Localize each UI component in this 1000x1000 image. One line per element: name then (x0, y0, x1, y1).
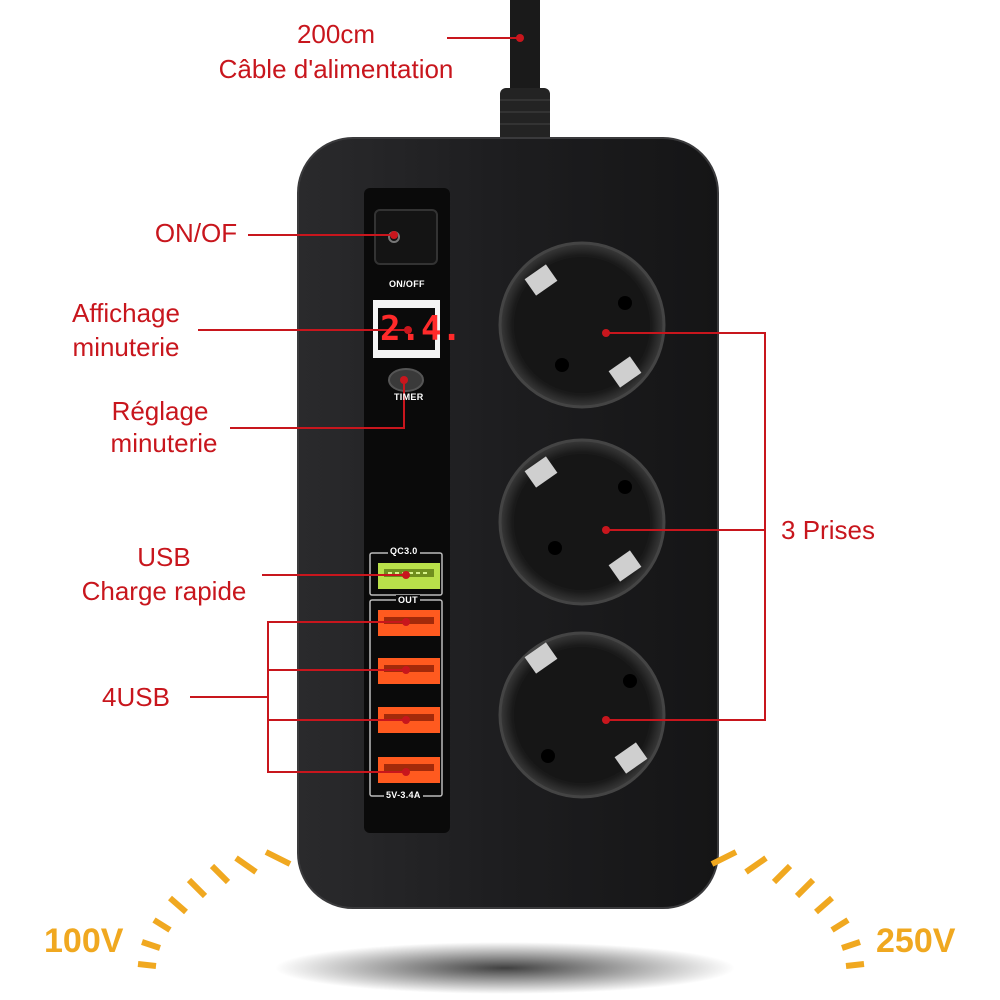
timer-setting-label-2: minuterie (110, 428, 218, 458)
out-caption: OUT (396, 595, 420, 605)
socket-1 (498, 241, 666, 409)
timer-display-label-1: Affichage (72, 298, 180, 328)
timer-display-value: 2.4. (380, 309, 462, 349)
switch-label: ON/OF (154, 218, 238, 248)
sockets-label: 3 Prises (781, 515, 875, 545)
cable-label: Câble d'alimentation (218, 54, 454, 84)
voltage-arc-right (710, 849, 865, 969)
voltage-arc-left (137, 849, 292, 969)
cable-strain-relief (500, 88, 550, 144)
usb-count-label: 4USB (102, 682, 170, 712)
floor-shadow (275, 942, 735, 994)
usb-fast-label-2: Charge rapide (81, 576, 247, 606)
usb-fast-label-1: USB (137, 542, 191, 572)
socket-3 (498, 631, 666, 799)
voltage-max: 250V (876, 922, 956, 960)
usb-rating: 5V-3.4A (384, 790, 423, 800)
socket-2 (498, 438, 666, 606)
power-switch (374, 209, 438, 265)
timer-display-label-2: minuterie (72, 332, 180, 362)
timer-caption: TIMER (394, 392, 424, 402)
timer-setting-label-1: Réglage (111, 396, 209, 426)
switch-caption: ON/OFF (389, 279, 425, 289)
voltage-min: 100V (44, 922, 124, 960)
cable-length-label: 200cm (296, 19, 376, 49)
qc-caption: QC3.0 (388, 546, 420, 556)
